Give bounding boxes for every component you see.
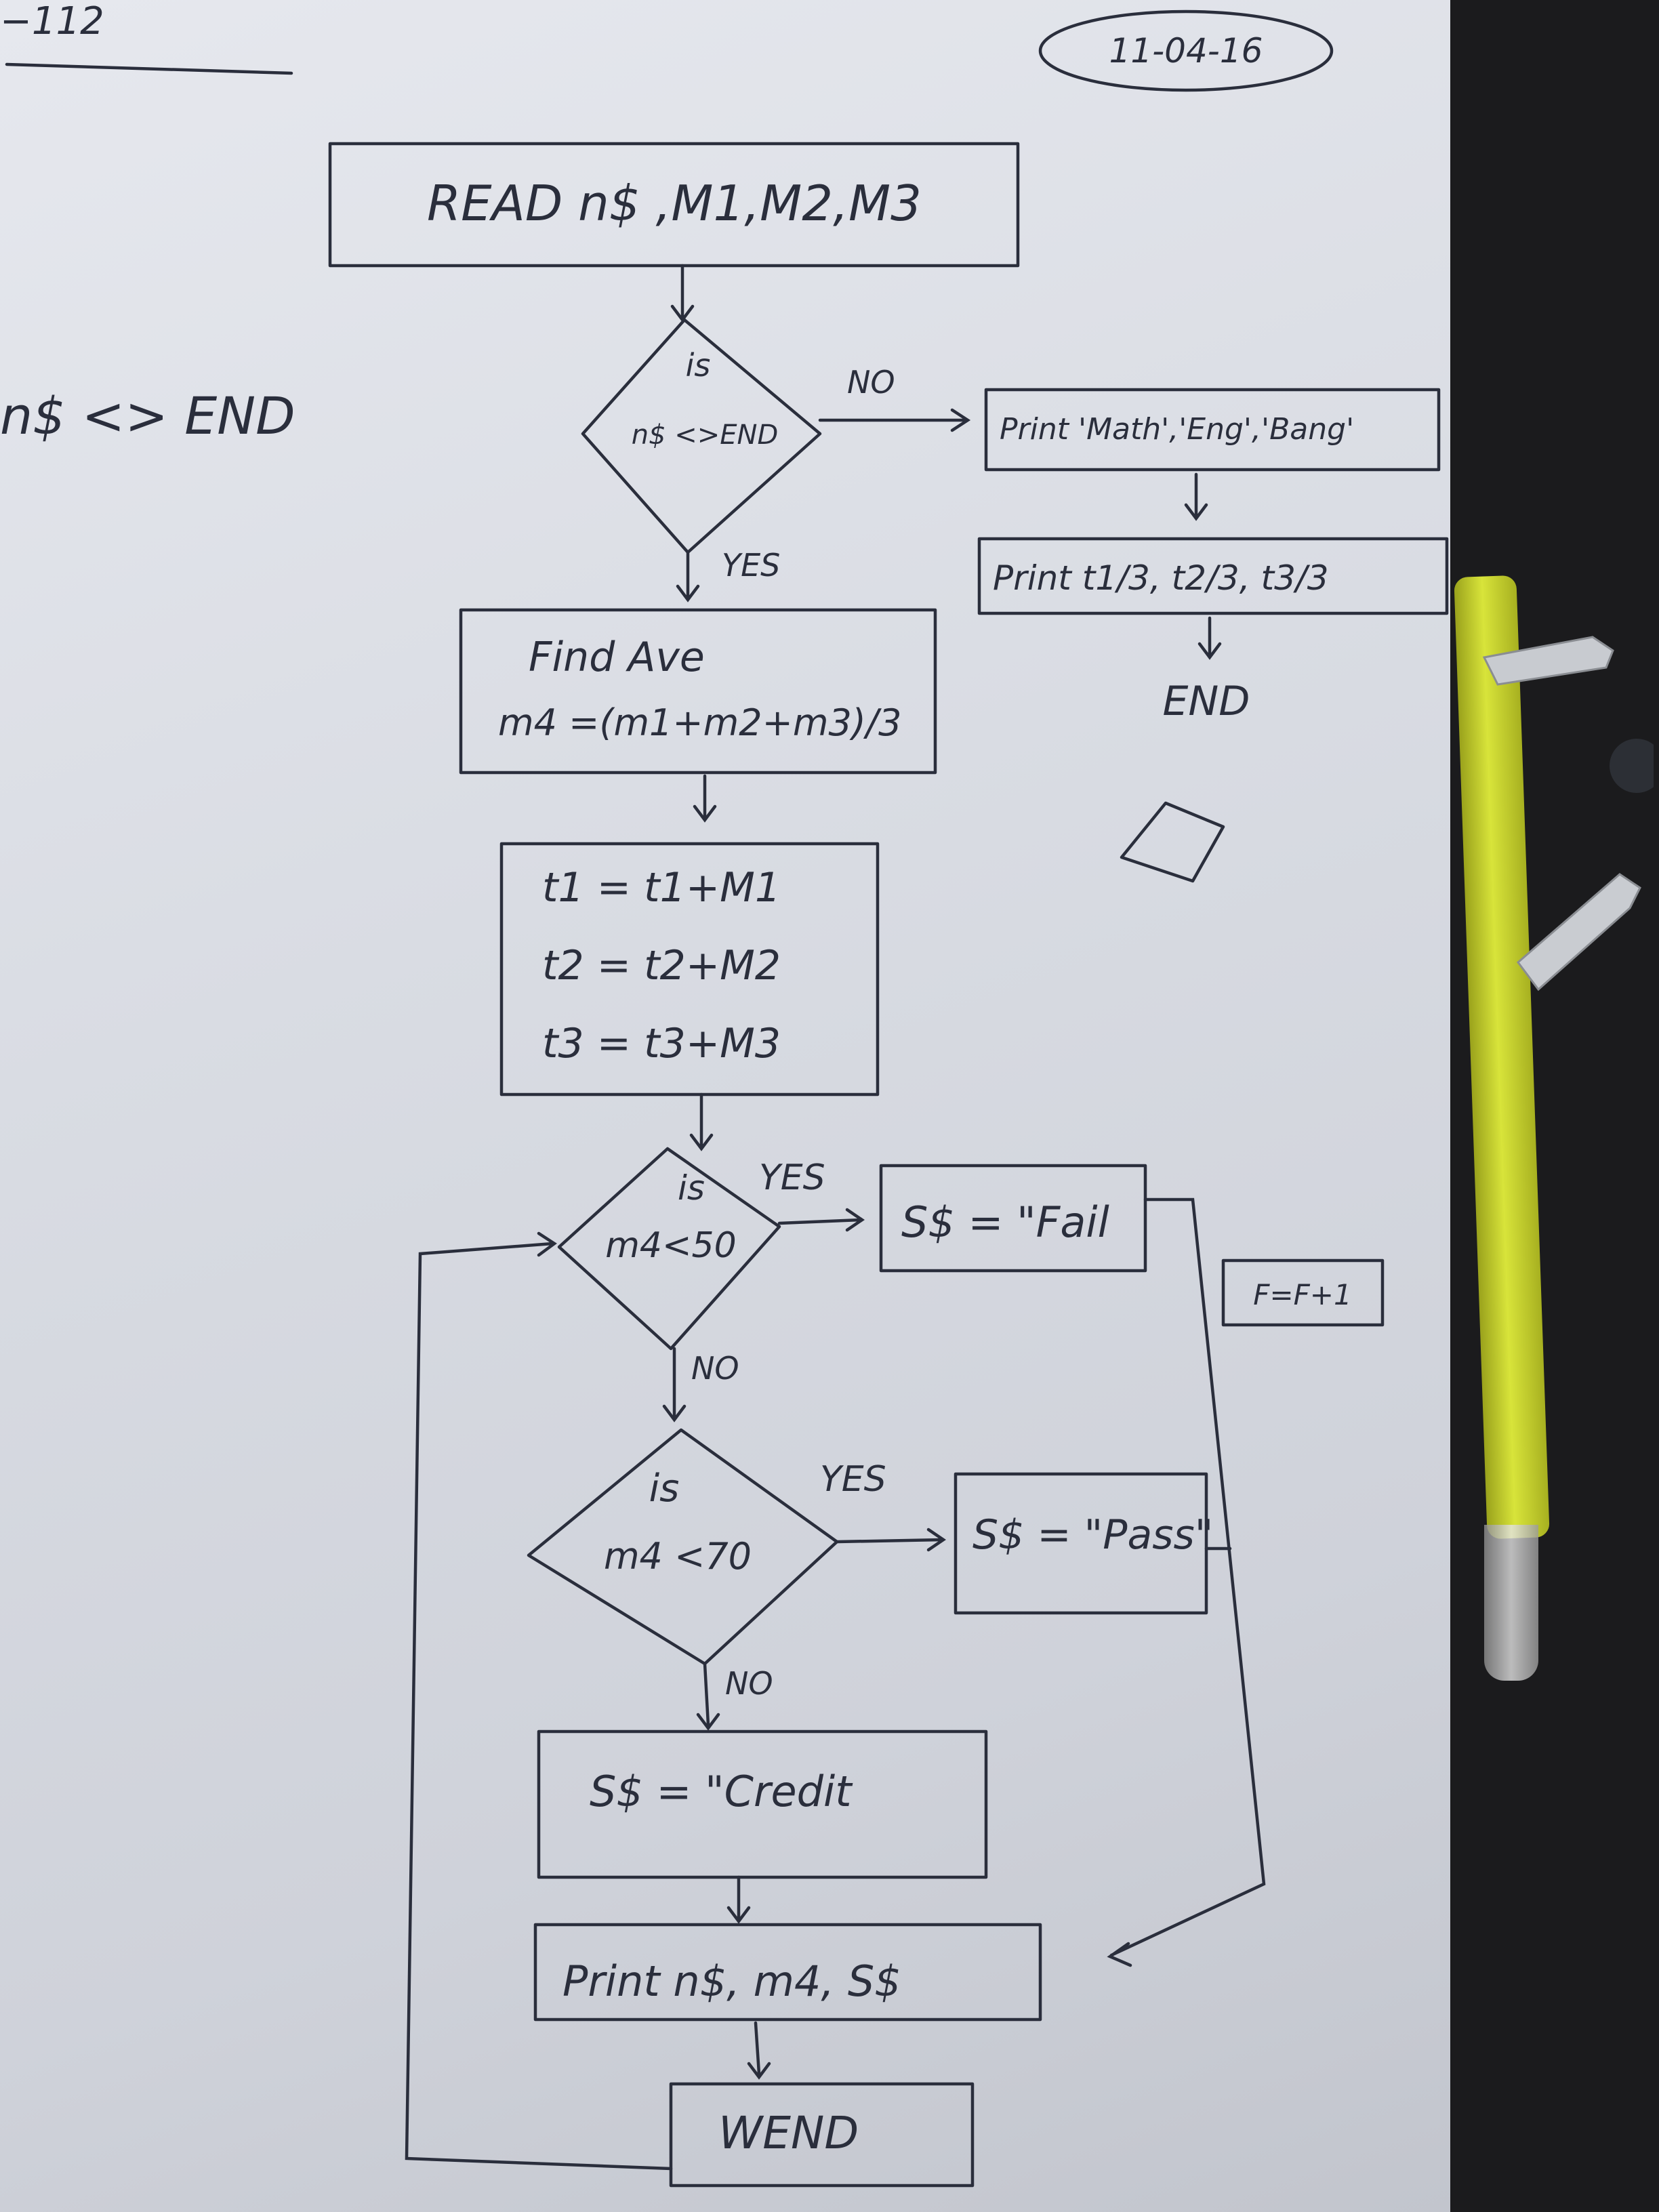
arrow-totals-to-end — [1197, 616, 1222, 660]
fail-check-diamond — [557, 1147, 781, 1351]
label-no-1: NO — [847, 364, 895, 401]
wend-text: WEND — [718, 2107, 859, 2159]
side-note: n$ <> END — [0, 386, 295, 446]
fail-text: S$ = "Fail — [901, 1197, 1109, 1247]
credit-text: S$ = "Credit — [590, 1767, 853, 1816]
arrow-read-to-decision — [670, 264, 695, 323]
fail-check-is: is — [678, 1168, 705, 1208]
loop-back-line — [405, 1231, 673, 2171]
print-header-text: Print 'Math','Eng','Bang' — [1000, 412, 1354, 447]
label-yes-2: YES — [759, 1158, 825, 1198]
label-no-2: NO — [691, 1350, 739, 1387]
date-text: 11-04-16 — [1109, 31, 1263, 70]
arrow-yes-to-average — [676, 550, 700, 602]
collector-line — [1107, 1197, 1266, 1967]
notebook-page — [0, 0, 1450, 2212]
wend-box — [669, 2082, 975, 2188]
read-text: READ n$ ,M1,M2,M3 — [427, 175, 922, 232]
label-yes-1: YES — [722, 547, 780, 583]
arrow-no-to-pass-check — [662, 1347, 687, 1422]
end-label: END — [1163, 678, 1250, 725]
pass-box — [954, 1472, 1208, 1615]
read-box — [328, 142, 1020, 268]
date-oval — [1038, 9, 1334, 92]
pass-check-condition: m4 <70 — [604, 1535, 752, 1578]
average-formula: m4 =(m1+m2+m3)/3 — [498, 701, 901, 744]
average-title: Find Ave — [529, 634, 705, 681]
label-no-3: NO — [725, 1665, 773, 1702]
fail-check-condition: m4<50 — [605, 1225, 736, 1266]
arrow-credit-to-print — [726, 1875, 751, 1924]
pass-check-is: is — [649, 1467, 680, 1511]
average-box — [459, 608, 937, 775]
end-check-condition: n$ <>END — [632, 419, 779, 451]
print-header-box — [984, 388, 1441, 472]
accumulate-box — [499, 842, 880, 1097]
accumulate-line-2: t2 = t2+M2 — [542, 942, 781, 989]
arrow-yes-to-fail — [777, 1208, 865, 1232]
arrow-print-to-wend — [747, 2021, 771, 2080]
print-result-text: Print n$, m4, S$ — [562, 1957, 901, 2006]
accumulate-line-3: t3 = t3+M3 — [542, 1020, 781, 1067]
fail-box — [879, 1164, 1147, 1273]
label-yes-3: YES — [820, 1459, 886, 1500]
arrow-no-to-header — [818, 408, 971, 432]
print-result-box — [533, 1923, 1042, 2022]
print-totals-text: Print t1/3, t2/3, t3/3 — [993, 558, 1329, 598]
stray-quad-sketch — [1120, 801, 1225, 883]
fail-counter-box — [1221, 1258, 1385, 1327]
arrow-totals-to-check — [689, 1092, 714, 1151]
arrow-no-to-credit — [696, 1662, 720, 1731]
accumulate-line-1: t1 = t1+M1 — [542, 864, 781, 912]
fail-counter-text: F=F+1 — [1253, 1278, 1351, 1311]
end-check-is: is — [686, 347, 711, 384]
pen-cap — [1484, 1525, 1538, 1681]
print-totals-box — [977, 537, 1449, 615]
page-number: −112 — [0, 0, 104, 43]
arrow-header-to-totals — [1184, 472, 1208, 521]
arrow-yes-to-pass — [835, 1528, 946, 1552]
arrow-average-to-totals — [693, 774, 717, 823]
pass-text: S$ = "Pass" — [972, 1511, 1213, 1559]
credit-box — [537, 1729, 988, 1879]
header-underline — [5, 62, 293, 75]
keys-image — [1482, 636, 1654, 991]
